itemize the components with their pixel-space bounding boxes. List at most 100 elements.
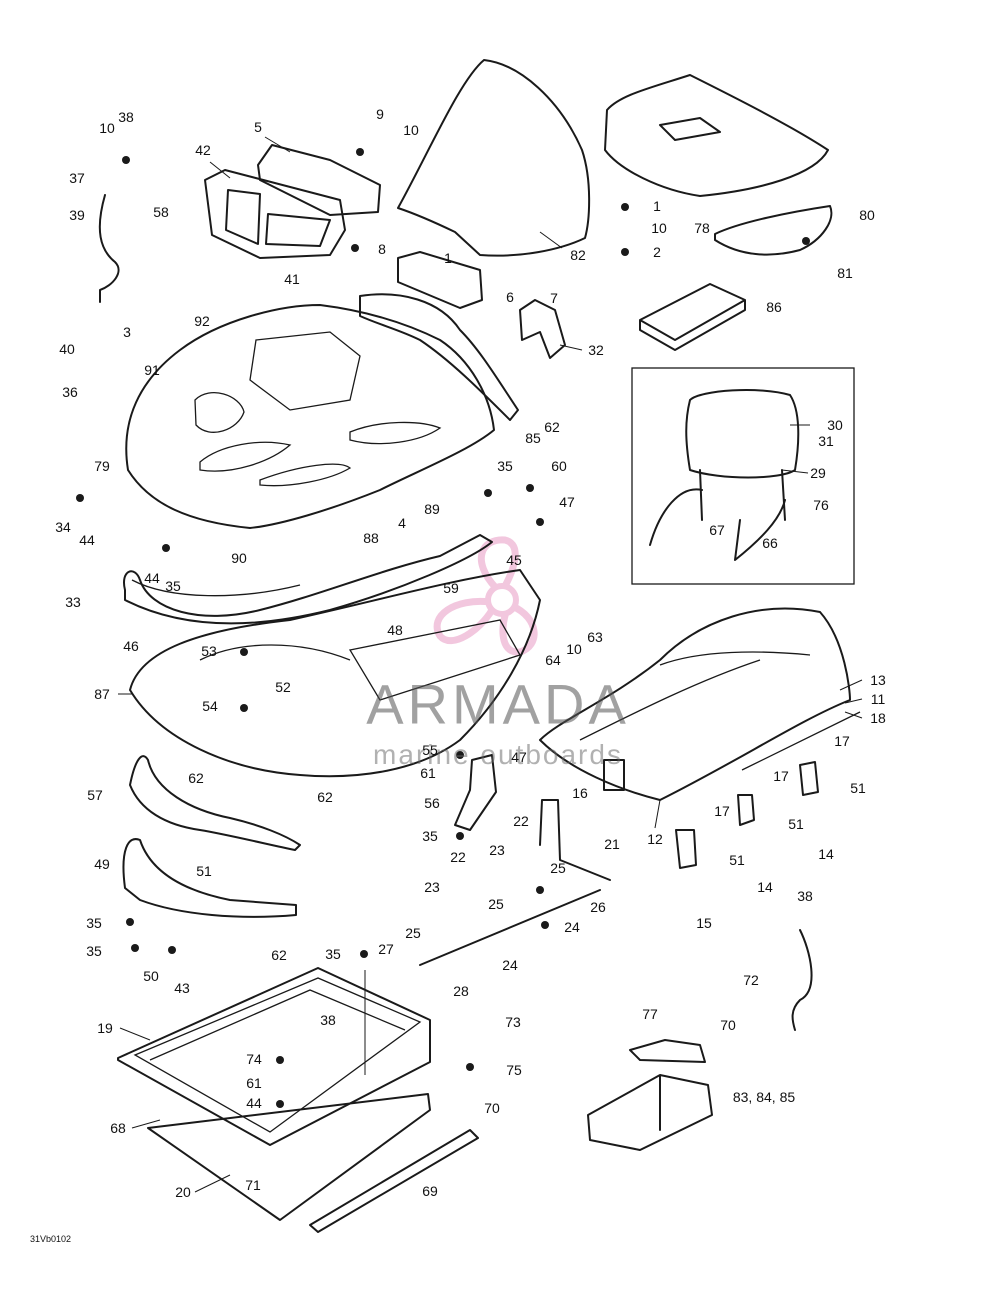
part-number-label: 64 bbox=[545, 652, 561, 668]
windshield-part bbox=[397, 59, 591, 257]
diagram-code: 31Vb0102 bbox=[30, 1234, 72, 1244]
part-number-label: 38 bbox=[320, 1012, 336, 1028]
part-number-label: 35 bbox=[497, 458, 513, 474]
part-number-label: 48 bbox=[387, 622, 403, 638]
glove-box-part bbox=[204, 169, 346, 259]
cable-part bbox=[98, 194, 120, 303]
part-number-label: 61 bbox=[420, 765, 436, 781]
bracket-part bbox=[519, 299, 566, 359]
side-trim-part bbox=[129, 755, 301, 851]
part-number-label: 33 bbox=[65, 594, 81, 610]
part-number-label: 70 bbox=[484, 1100, 500, 1116]
part-number-label: 50 bbox=[143, 968, 159, 984]
part-number-label: 62 bbox=[317, 789, 333, 805]
part-number-label: 35 bbox=[165, 578, 181, 594]
bin-liner-part bbox=[147, 1093, 431, 1221]
backrest-part bbox=[685, 389, 800, 479]
part-number-label: 57 bbox=[87, 787, 103, 803]
part-number-label: 78 bbox=[694, 220, 710, 236]
part-number-label: 36 bbox=[62, 384, 78, 400]
watermark-propeller-icon bbox=[433, 536, 538, 656]
part-number-label: 74 bbox=[246, 1051, 262, 1067]
hood-panel-part bbox=[249, 331, 361, 411]
part-number-label: 47 bbox=[559, 494, 575, 510]
part-number-label: 32 bbox=[588, 342, 604, 358]
fastener-icons bbox=[76, 148, 810, 1108]
part-number-label: 31 bbox=[818, 433, 834, 449]
part-number-label: 92 bbox=[194, 313, 210, 329]
part-number-label: 44 bbox=[246, 1095, 262, 1111]
part-number-label: 10 bbox=[403, 122, 419, 138]
part-number-label: 59 bbox=[443, 580, 459, 596]
leader-lines bbox=[118, 136, 863, 1193]
part-number-label: 43 bbox=[174, 980, 190, 996]
part-number-label: 63 bbox=[587, 629, 603, 645]
upper-cowl-part bbox=[604, 74, 829, 197]
part-number-label: 39 bbox=[69, 207, 85, 223]
part-number-label: 30 bbox=[827, 417, 843, 433]
part-number-label: 45 bbox=[506, 552, 522, 568]
part-number-label: 8 bbox=[378, 241, 386, 257]
part-number-label: 76 bbox=[813, 497, 829, 513]
storage-bin-part bbox=[117, 967, 431, 1146]
part-number-label: 27 bbox=[378, 941, 394, 957]
backrest-frame-part bbox=[649, 469, 786, 561]
part-number-label: 71 bbox=[245, 1177, 261, 1193]
rear-cowl-part bbox=[714, 205, 833, 256]
part-number-label: 35 bbox=[86, 915, 102, 931]
part-number-label: 17 bbox=[834, 733, 850, 749]
part-number-label: 21 bbox=[604, 836, 620, 852]
front-hood-part bbox=[125, 304, 495, 529]
part-number-label: 3 bbox=[123, 324, 131, 340]
part-number-label: 61 bbox=[246, 1075, 262, 1091]
part-number-label: 54 bbox=[202, 698, 218, 714]
part-number-label: 23 bbox=[424, 879, 440, 895]
part-number-label: 2 bbox=[653, 244, 661, 260]
part-number-label: 20 bbox=[175, 1184, 191, 1200]
part-number-label: 15 bbox=[696, 915, 712, 931]
part-number-label: 73 bbox=[505, 1014, 521, 1030]
part-number-label: 51 bbox=[850, 780, 866, 796]
part-number-label: 85 bbox=[525, 430, 541, 446]
part-number-label: 90 bbox=[231, 550, 247, 566]
seat-part bbox=[539, 607, 851, 801]
watermark-name: ARMADA bbox=[366, 672, 630, 736]
part-number-label: 24 bbox=[564, 919, 580, 935]
part-number-label: 67 bbox=[709, 522, 725, 538]
side-console-part bbox=[359, 293, 519, 421]
part-number-label: 1 bbox=[444, 250, 452, 266]
part-number-label: 37 bbox=[69, 170, 85, 186]
part-number-label: 38 bbox=[797, 888, 813, 904]
part-number-label: 70 bbox=[720, 1017, 736, 1033]
part-number-label: 42 bbox=[195, 142, 211, 158]
part-number-label: 51 bbox=[196, 863, 212, 879]
part-number-label: 10 bbox=[99, 120, 115, 136]
part-number-label: 26 bbox=[590, 899, 606, 915]
part-number-label: 10 bbox=[566, 641, 582, 657]
part-number-label: 25 bbox=[550, 860, 566, 876]
part-number-label: 91 bbox=[144, 362, 160, 378]
part-number-label: 49 bbox=[94, 856, 110, 872]
part-number-label: 47 bbox=[511, 749, 527, 765]
part-number-label: 46 bbox=[123, 638, 139, 654]
hull-recess-part bbox=[199, 619, 521, 701]
part-number-label: 62 bbox=[271, 947, 287, 963]
battery-part bbox=[587, 1074, 713, 1151]
part-number-label: 40 bbox=[59, 341, 75, 357]
part-number-label: 44 bbox=[79, 532, 95, 548]
storage-bin-part bbox=[133, 977, 422, 1133]
rail-strip-part bbox=[309, 1129, 479, 1233]
backrest-inset-frame bbox=[631, 367, 855, 585]
part-number-label: 80 bbox=[859, 207, 875, 223]
part-number-label: 12 bbox=[647, 831, 663, 847]
part-number-label: 38 bbox=[118, 109, 134, 125]
part-number-label: 24 bbox=[502, 957, 518, 973]
part-number-label: 35 bbox=[325, 946, 341, 962]
part-number-label: 22 bbox=[513, 813, 529, 829]
part-number-label: 51 bbox=[788, 816, 804, 832]
part-number-label: 11 bbox=[870, 691, 886, 707]
part-number-label: 87 bbox=[94, 686, 110, 702]
foam-pad-part bbox=[639, 283, 746, 351]
part-number-label: 14 bbox=[818, 846, 834, 862]
